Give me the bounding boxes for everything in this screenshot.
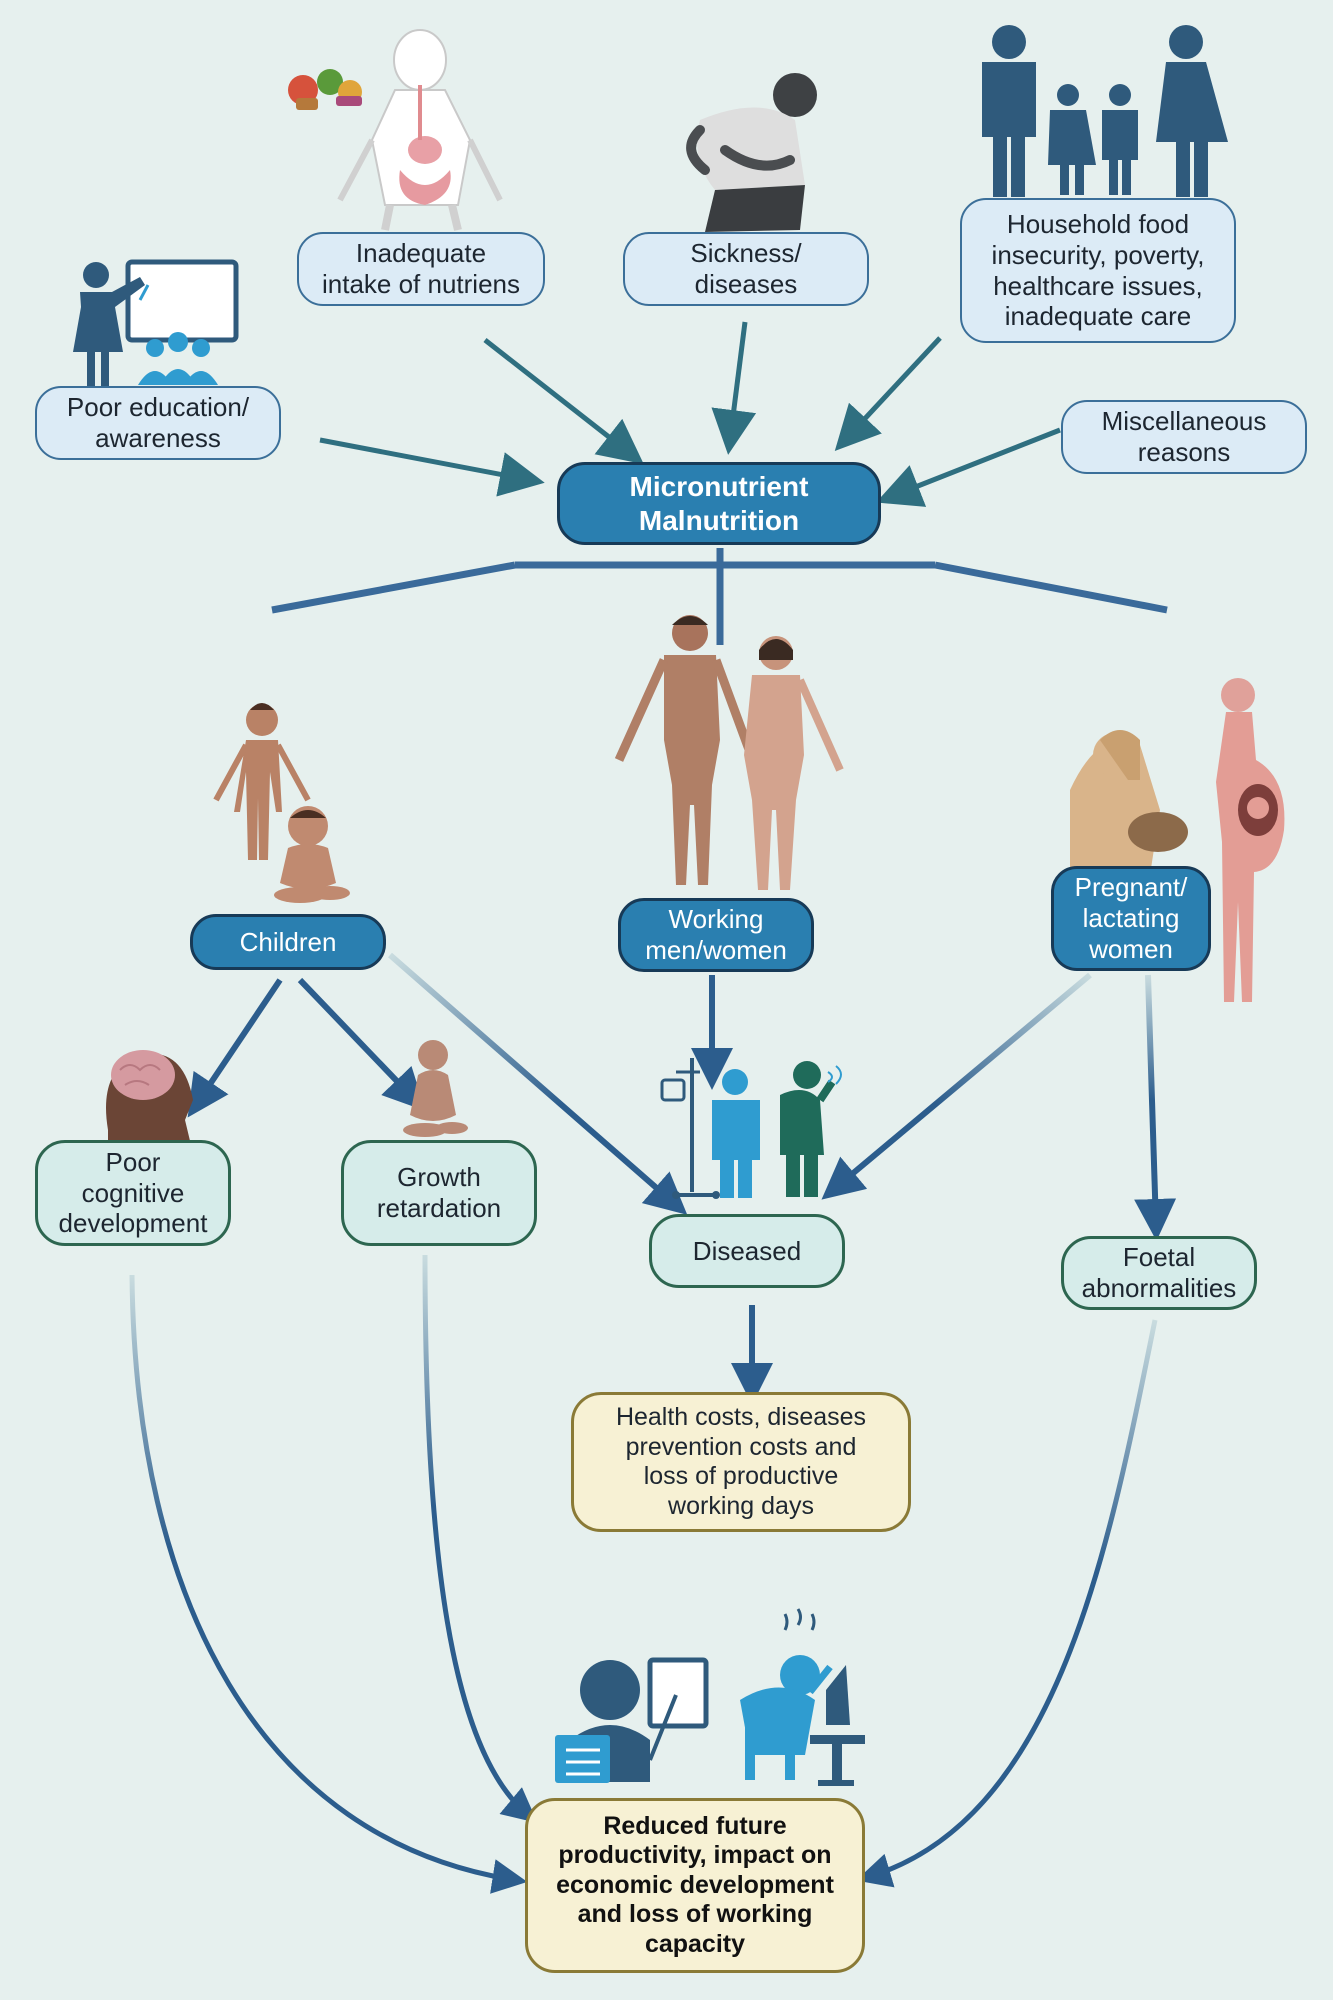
cost-text-line: working days (668, 1491, 814, 1520)
cause-text-line: insecurity, poverty, (991, 239, 1205, 270)
arrow-foetal-to-final (856, 1319, 1158, 1888)
effect-text-line: abnormalities (1081, 1273, 1237, 1303)
arrow-children-to-diseased (388, 952, 688, 1215)
arrow-growth-to-final (422, 1254, 538, 1824)
children-icon (213, 703, 350, 903)
effect-arrows (187, 952, 1177, 1405)
arrow-intake-to-hub (483, 338, 644, 465)
cause-sickness: Sickness/diseases (623, 232, 869, 306)
family-icon (982, 25, 1228, 197)
cost-text-line: prevention costs and (625, 1432, 857, 1461)
outcome-arrows (129, 1254, 1158, 1894)
cause-text-line: Household food (1006, 209, 1190, 240)
effect-text-line: retardation (376, 1193, 502, 1223)
arrow-children-to-cognitive (187, 978, 283, 1118)
group-text-line: Children (239, 926, 337, 957)
cause-poor-education: Poor education/awareness (35, 386, 281, 460)
arrow-cognitive-to-final (129, 1274, 528, 1894)
arrow-sickness-to-hub (711, 321, 757, 455)
arrow-education-to-hub (319, 437, 545, 497)
effect-text-line: Diseased (692, 1235, 802, 1266)
nutrient-intake-icon (288, 29, 503, 231)
effect-text-line: Foetal (1122, 1242, 1196, 1273)
effect-text-line: development (58, 1208, 208, 1239)
group-children: Children (190, 914, 386, 970)
group-text-line: men/women (645, 935, 787, 965)
cause-text-line: healthcare issues, (993, 270, 1203, 301)
arrow-household-to-hub (834, 336, 942, 451)
final-text-line: productivity, impact on (558, 1841, 832, 1870)
cause-text-line: Poor education/ (66, 392, 250, 423)
sick-person-icon (686, 73, 817, 232)
cause-text-line: Miscellaneous (1101, 406, 1267, 437)
arrow-pregnant-to-diseased (821, 972, 1092, 1200)
final-text-line: economic development (556, 1870, 834, 1899)
cause-text-line: diseases (694, 269, 798, 299)
cause-arrows (319, 321, 1061, 507)
group-text-line: lactating (1082, 903, 1180, 934)
arrow-pregnant-to-foetal (1134, 974, 1177, 1241)
final-text-line: capacity (644, 1929, 746, 1958)
cause-text-line: inadequate care (1004, 301, 1192, 332)
cause-text-line: Sickness/ (690, 238, 802, 269)
coughing-person-icon (780, 1061, 842, 1197)
pregnant-lactating-icon (1070, 678, 1285, 1002)
hub-text-line: Malnutrition (638, 504, 800, 536)
cost-text-line: loss of productive (643, 1462, 839, 1490)
effect-text-line: Growth (397, 1162, 481, 1193)
teacher-icon (73, 259, 239, 392)
cause-text-line: reasons (1137, 437, 1231, 467)
baby-icon (403, 1040, 468, 1137)
working-adults-icon (614, 615, 844, 890)
group-text-line: women (1089, 933, 1173, 964)
effect-text-line: Poor (105, 1146, 161, 1177)
arrow-misc-to-hub (876, 427, 1061, 507)
group-text-line: Working (668, 904, 764, 935)
final-text-line: and loss of working (577, 1900, 813, 1929)
student-reading-icon (555, 1657, 709, 1783)
hub-branch-connector (268, 548, 1171, 675)
stressed-worker-icon (740, 1608, 865, 1786)
effect-text-line: cognitive (81, 1177, 185, 1208)
final-text-line: Reduced future (603, 1811, 787, 1840)
cause-text-line: intake of nutriens (321, 269, 520, 299)
arrow-children-to-growth (297, 977, 426, 1111)
patient-iv-icon (660, 1058, 760, 1199)
hub-text-line: Micronutrient (629, 471, 809, 503)
cause-text-line: awareness (95, 423, 221, 453)
cost-text-line: Health costs, diseases (615, 1403, 867, 1431)
effect-diseased: Diseased (649, 1214, 845, 1288)
cause-text-line: Inadequate (355, 238, 487, 269)
group-text-line: Pregnant/ (1074, 872, 1188, 903)
